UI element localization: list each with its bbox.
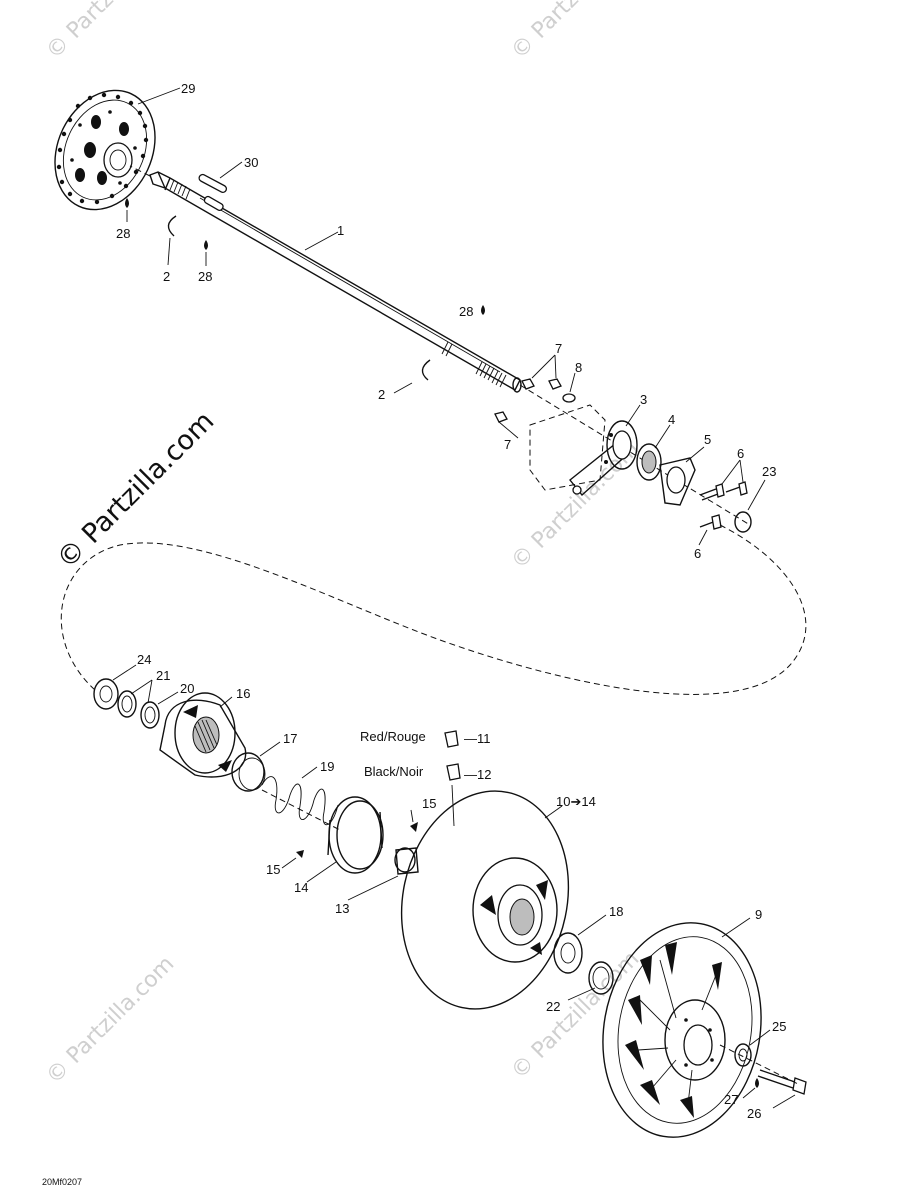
callout-16: 16 (236, 686, 250, 701)
spring-cam-group (93, 678, 419, 875)
stud-part-2 (410, 822, 418, 832)
callout-4: 4 (668, 412, 675, 427)
callout-7-b: 7 (504, 437, 511, 452)
label-black-noir: Black/Noir (364, 764, 424, 779)
brake-disc-part (54, 89, 156, 211)
belt-outline (60, 524, 807, 695)
bolt-part-26 (757, 1069, 807, 1095)
watermark-top-center: © Partzilla.com (507, 0, 645, 64)
watermark-large: © Partzilla.com (51, 406, 220, 575)
grease-drop-icon-2 (204, 240, 208, 250)
stud-part-1 (296, 850, 304, 858)
callout-15-a: 15 (422, 796, 436, 811)
callout-24: 24 (137, 652, 151, 667)
callout-18: 18 (609, 904, 623, 919)
fixed-sheave-part (400, 784, 570, 1010)
callout-23: 23 (762, 464, 776, 479)
callout-3: 3 (640, 392, 647, 407)
callout-22: 22 (546, 999, 560, 1014)
callout-29: 29 (181, 81, 195, 96)
watermark-bottom-left: © Partzilla.com (42, 952, 180, 1090)
grease-drop-icon-1 (125, 198, 129, 208)
callout-2-a: 2 (163, 269, 170, 284)
callout-1: 1 (337, 223, 344, 238)
callout-21: 21 (156, 668, 170, 683)
callouts: 29 30 1 28 2 28 28 2 7 8 3 4 7 5 6 23 6 … (42, 81, 786, 1187)
callout-26: 26 (747, 1106, 761, 1121)
callout-15-b: 15 (266, 862, 280, 877)
leader-lines (112, 87, 796, 1109)
diagram-code: 20Mf0207 (42, 1177, 82, 1187)
callout-2-b: 2 (378, 387, 385, 402)
callout-27: 27 (724, 1092, 738, 1107)
callout-7-a: 7 (555, 341, 562, 356)
callout-13: 13 (335, 901, 349, 916)
key-part (198, 173, 228, 193)
sliding-sheave-part (602, 922, 762, 1138)
washer-part-18 (553, 932, 583, 974)
cap-part-red (444, 730, 459, 748)
cap-part-black (446, 763, 461, 781)
shaft-part (149, 171, 522, 393)
washer-part-25 (734, 1043, 752, 1067)
callout-6-b: 6 (694, 546, 701, 561)
bearing-housing-group (494, 378, 752, 533)
shim-part-22 (588, 961, 614, 995)
label-red-rouge: Red/Rouge (360, 729, 426, 744)
callout-6-a: 6 (737, 446, 744, 461)
circlip-part-2 (421, 359, 431, 381)
callout-17: 17 (283, 731, 297, 746)
callout-28-a: 28 (116, 226, 130, 241)
grease-drop-icon-3 (481, 305, 485, 315)
callout-10-14: 10➔14 (556, 794, 596, 809)
callout-14: 14 (294, 880, 308, 895)
callout-28-b: 28 (198, 269, 212, 284)
callout-9: 9 (755, 907, 762, 922)
callout-20: 20 (180, 681, 194, 696)
callout-11: —11 (464, 731, 491, 746)
callout-5: 5 (704, 432, 711, 447)
callout-25: 25 (772, 1019, 786, 1034)
callout-28-c: 28 (459, 304, 473, 319)
circlip-part-1 (167, 215, 177, 237)
callout-30: 30 (244, 155, 258, 170)
callout-12: —12 (464, 767, 491, 782)
watermark-top-left: © Partzilla.com (42, 0, 180, 64)
callout-8: 8 (575, 360, 582, 375)
grease-drop-icon-4 (755, 1078, 759, 1088)
callout-19: 19 (320, 759, 334, 774)
